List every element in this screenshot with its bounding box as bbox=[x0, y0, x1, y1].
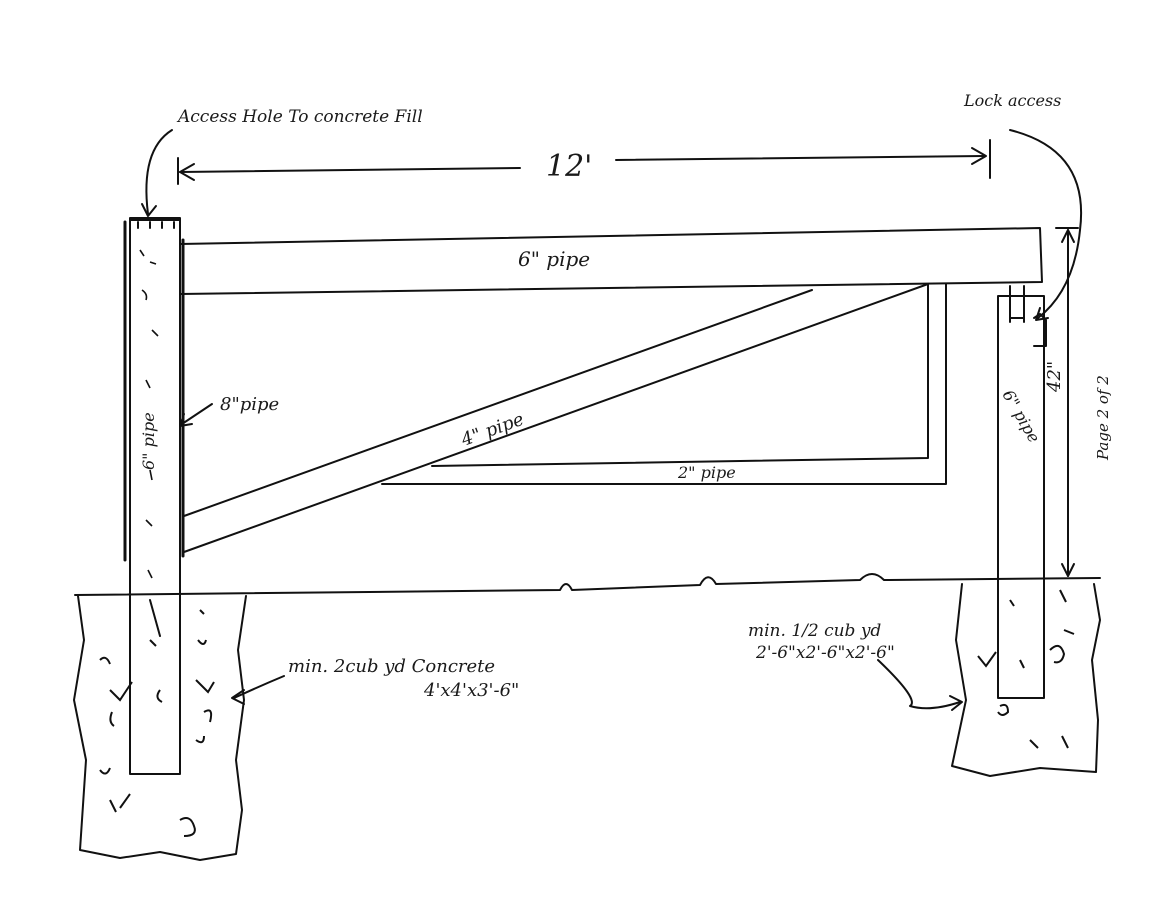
left-footing-label: min. 2cub yd Concrete bbox=[288, 656, 495, 677]
right-footing-label: min. 1/2 cub yd bbox=[748, 621, 881, 641]
height-dimension bbox=[1055, 227, 1079, 577]
span-dimension bbox=[177, 139, 991, 185]
span-label: 12' bbox=[546, 149, 592, 184]
height-label: 42" bbox=[1044, 361, 1065, 393]
leader-arrows bbox=[141, 129, 1083, 711]
left-post bbox=[123, 217, 185, 775]
right-footing-size: 2'-6"x2'-6"x2'-6" bbox=[755, 643, 895, 663]
diagonal-brace bbox=[183, 283, 929, 553]
access-hole-label: Access Hole To concrete Fill bbox=[176, 107, 423, 127]
ground-line bbox=[74, 573, 1101, 596]
bottom-rail-label: 2" pipe bbox=[677, 463, 736, 482]
diagonal-label: 4" pipe bbox=[458, 409, 527, 451]
left-footing bbox=[73, 595, 247, 861]
right-post-label: 6" pipe bbox=[999, 387, 1044, 446]
top-rail-label: 6" pipe bbox=[518, 247, 590, 271]
right-post bbox=[997, 285, 1047, 699]
lock-access-label: Lock access bbox=[963, 91, 1061, 110]
bottom-frame bbox=[381, 283, 947, 485]
page-label: Page 2 of 2 bbox=[1094, 375, 1112, 461]
concrete-texture bbox=[99, 589, 1075, 837]
left-post-inner-label: 6" pipe bbox=[139, 412, 158, 470]
right-footing bbox=[951, 583, 1101, 777]
left-footing-size: 4'x4'x3'-6" bbox=[423, 680, 519, 701]
top-rail bbox=[179, 227, 1043, 295]
left-post-label: 8"pipe bbox=[220, 394, 279, 415]
